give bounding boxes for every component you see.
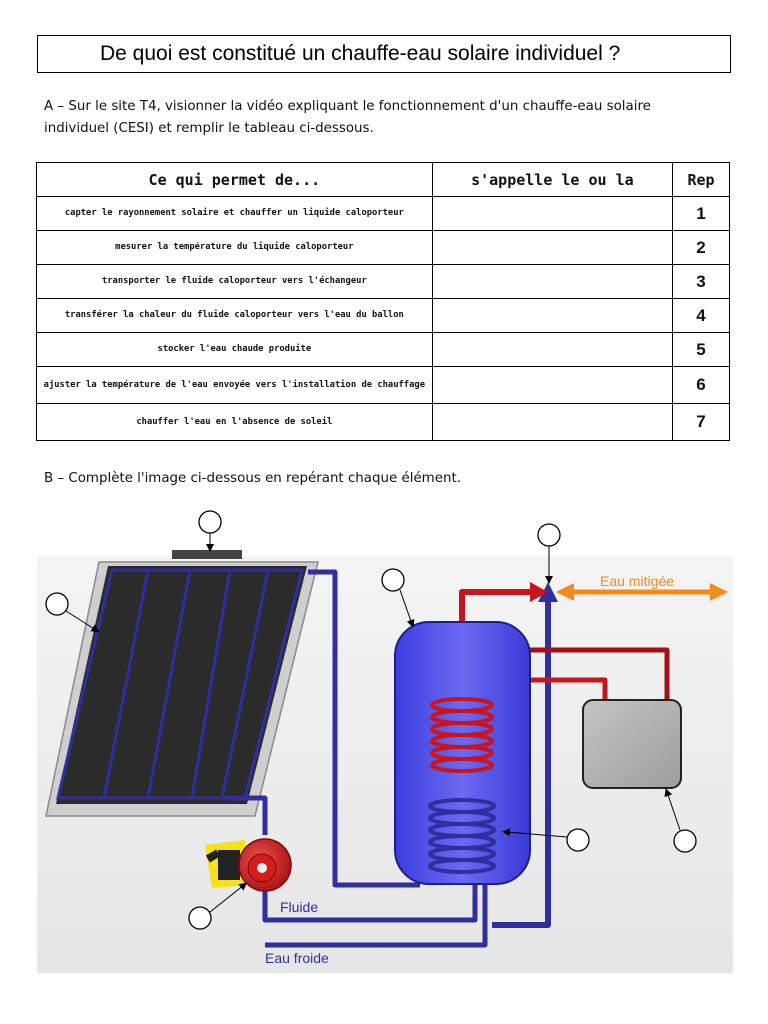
answer-cell[interactable] (431, 366, 674, 404)
solar-water-heater-diagram: Eau mitigée Fluide Eau froide (37, 510, 733, 973)
circulation-pump (205, 838, 292, 892)
storage-tank (394, 621, 531, 885)
solar-collector (45, 561, 319, 817)
cold-water-label: Eau froide (265, 950, 329, 966)
answer-cell[interactable] (431, 196, 674, 231)
marker-exchanger[interactable] (566, 828, 590, 852)
task-cell: ajuster la température de l'eau envoyée … (36, 366, 433, 404)
marker-pump[interactable] (188, 906, 212, 930)
table-row: capter le rayonnement solaire et chauffe… (36, 196, 730, 231)
mixed-water-label: Eau mitigée (600, 573, 674, 589)
task-cell: transférer la chaleur du fluide caloport… (36, 298, 433, 333)
table-row: transporter le fluide caloporteur vers l… (36, 264, 730, 299)
answer-cell[interactable] (431, 403, 674, 441)
task-cell: capter le rayonnement solaire et chauffe… (36, 196, 433, 231)
fluid-label: Fluide (280, 899, 318, 915)
table-header-row: Ce qui permet de... s'appelle le ou la R… (36, 162, 730, 197)
section-a-instructions: A – Sur le site T4, visionner la vidéo e… (44, 96, 734, 140)
header-task: Ce qui permet de... (36, 162, 433, 197)
title-box: De quoi est constitué un chauffe-eau sol… (37, 35, 731, 73)
marker-collector[interactable] (45, 592, 69, 616)
rep-cell: 2 (672, 230, 730, 265)
task-cell: stocker l'eau chaude produite (36, 332, 433, 367)
hot-coil (430, 697, 494, 773)
rep-cell: 1 (672, 196, 730, 231)
solar-exchanger-coil (428, 798, 496, 874)
header-answer: s'appelle le ou la (431, 162, 674, 197)
table-row: stocker l'eau chaude produite 5 (36, 332, 730, 367)
rep-cell: 6 (672, 366, 730, 404)
table-row: transférer la chaleur du fluide caloport… (36, 298, 730, 333)
section-a-line-2: individuel (CESI) et remplir le tableau … (44, 121, 374, 136)
answer-table: Ce qui permet de... s'appelle le ou la R… (36, 162, 730, 441)
marker-sensor[interactable] (198, 510, 222, 534)
task-cell: transporter le fluide caloporteur vers l… (36, 264, 433, 299)
task-cell: chauffer l'eau en l'absence de soleil (36, 403, 433, 441)
annotation-markers (45, 510, 697, 930)
rep-cell: 3 (672, 264, 730, 299)
section-b-instructions: B – Complète l'image ci-dessous en repér… (44, 471, 461, 486)
marker-boiler[interactable] (673, 829, 697, 853)
answer-cell[interactable] (431, 230, 674, 265)
answer-cell[interactable] (431, 264, 674, 299)
answer-cell[interactable] (431, 332, 674, 367)
table-row: chauffer l'eau en l'absence de soleil 7 (36, 403, 730, 441)
page-title: De quoi est constitué un chauffe-eau sol… (100, 42, 621, 65)
section-a-line-1: A – Sur le site T4, visionner la vidéo e… (44, 99, 651, 114)
table-row: mesurer la température du liquide calopo… (36, 230, 730, 265)
table-row: ajuster la température de l'eau envoyée … (36, 366, 730, 404)
marker-mixing-valve[interactable] (537, 523, 561, 547)
auxiliary-boiler (582, 699, 682, 789)
mixed-water-arrow (556, 583, 728, 601)
answer-cell[interactable] (431, 298, 674, 333)
temperature-sensor (172, 550, 242, 559)
header-rep: Rep (672, 162, 730, 197)
marker-tank[interactable] (381, 568, 405, 592)
rep-cell: 7 (672, 403, 730, 441)
task-cell: mesurer la température du liquide calopo… (36, 230, 433, 265)
rep-cell: 4 (672, 298, 730, 333)
leader-lines (65, 533, 681, 913)
rep-cell: 5 (672, 332, 730, 367)
